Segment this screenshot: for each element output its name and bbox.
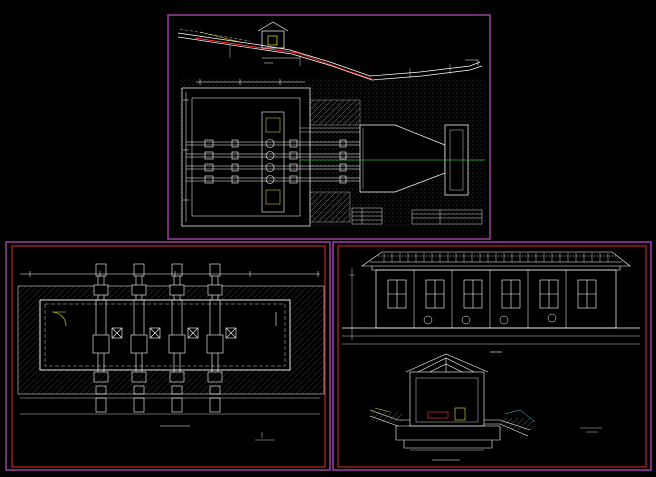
sheet-border xyxy=(332,241,652,471)
sheet-pump-house-elevation[interactable] xyxy=(332,241,652,471)
window-icon xyxy=(387,279,597,309)
door-icon xyxy=(51,311,67,327)
svg-text:=====: ===== xyxy=(264,61,273,65)
pump-pipelines xyxy=(186,127,360,184)
inner-frame xyxy=(337,245,647,468)
cross-section xyxy=(369,353,536,449)
notes-table xyxy=(351,207,483,225)
profile-section: ===== xyxy=(177,21,483,81)
elevation-roof xyxy=(361,251,631,271)
profile-pump-house xyxy=(261,30,285,49)
elevation-wall xyxy=(375,269,617,329)
sheet-border xyxy=(167,14,491,240)
sheet-pump-room-plan[interactable] xyxy=(5,241,331,471)
pump-room-walls xyxy=(39,299,291,371)
pump-unit-icon xyxy=(92,263,237,413)
sheet-border xyxy=(5,241,331,471)
sheet-plan-profile[interactable]: ===== xyxy=(167,14,491,240)
roof-truss-icon xyxy=(417,357,475,373)
inner-frame xyxy=(11,245,326,468)
plan-section xyxy=(180,78,485,228)
